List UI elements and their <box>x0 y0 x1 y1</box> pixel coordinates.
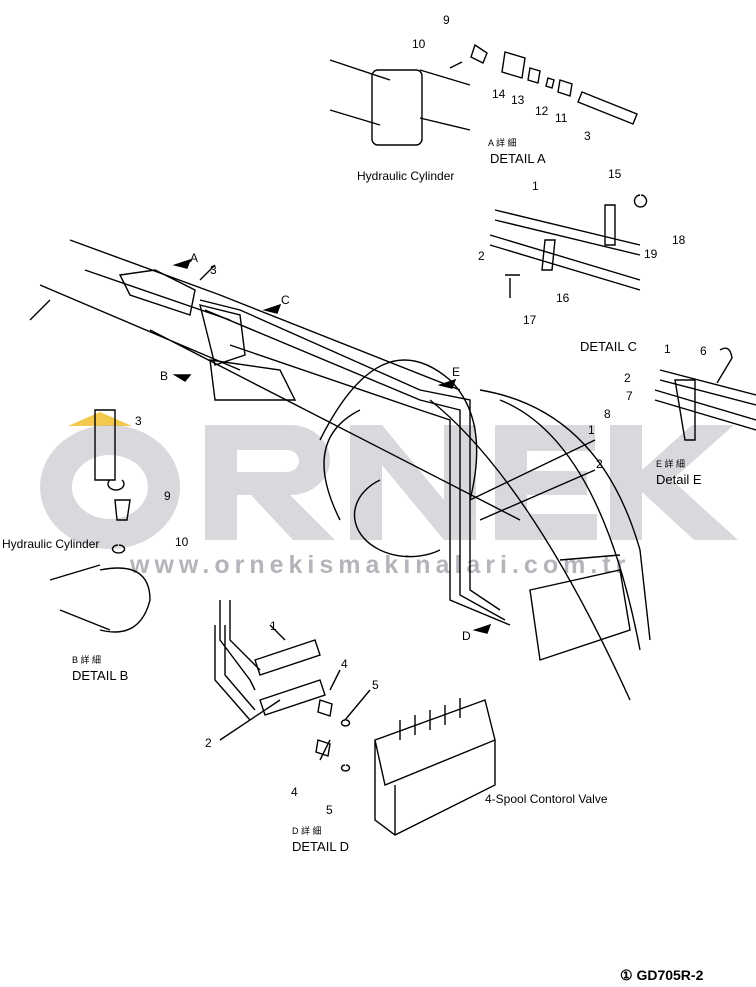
part-15-c: 15 <box>608 167 622 181</box>
arrow-label-b: B <box>160 369 169 383</box>
part-3-a: 3 <box>584 129 591 143</box>
watermark-url: www.ornekismakinalari.com.tr <box>130 551 631 579</box>
label-valve: 4-Spool Contorol Valve <box>485 792 608 806</box>
part-11-a: 11 <box>555 111 568 125</box>
part-10-a: 10 <box>412 37 426 51</box>
label-detail-b: DETAIL B <box>72 668 129 683</box>
label-detail-a: DETAIL A <box>490 151 546 166</box>
label-detail-e-jp: E 詳 細 <box>656 459 686 469</box>
part-7-e: 7 <box>626 389 633 403</box>
watermark-logo-accent <box>68 412 132 426</box>
label-detail-e: Detail E <box>656 472 702 487</box>
figure-code: ① GD705R-2 <box>620 967 704 983</box>
part-1-main: 1 <box>588 423 595 437</box>
label-detail-b-jp: B 詳 細 <box>72 655 102 665</box>
part-8-e: 8 <box>604 407 611 421</box>
part-13-a: 13 <box>511 93 525 107</box>
arrow-label-c: C <box>281 293 290 307</box>
part-9-b: 9 <box>164 489 171 503</box>
cylinder-a <box>371 69 423 146</box>
part-16-c: 16 <box>556 291 570 305</box>
arrow-label-a: A <box>190 251 199 265</box>
part-4-d-top: 4 <box>341 657 348 671</box>
part-19-c: 19 <box>644 247 658 261</box>
part-14-a: 14 <box>492 87 506 101</box>
part-1-c: 1 <box>532 179 539 193</box>
part-1-d: 1 <box>270 619 277 633</box>
part-1-e: 1 <box>664 342 671 356</box>
part-3-b: 3 <box>135 414 142 428</box>
label-detail-c: DETAIL C <box>580 339 638 354</box>
part-3-main: 3 <box>210 263 217 277</box>
arrow-label-e: E <box>452 365 461 379</box>
arrow-label-d: D <box>462 629 471 643</box>
label-detail-d: DETAIL D <box>292 839 350 854</box>
part-2-main: 2 <box>596 457 603 471</box>
part-10-b: 10 <box>175 535 189 549</box>
label-hydraulic-cylinder-top: Hydraulic Cylinder <box>357 169 455 183</box>
label-hydraulic-cylinder-left: Hydraulic Cylinder <box>2 537 100 551</box>
part-17-c: 17 <box>523 313 537 327</box>
part-5-d-top: 5 <box>372 678 379 692</box>
part-2-d: 2 <box>205 736 212 750</box>
part-9-a: 9 <box>443 13 450 27</box>
part-6-e: 6 <box>700 344 707 358</box>
part-2-e: 2 <box>624 371 631 385</box>
part-4-d-bottom: 4 <box>291 785 298 799</box>
part-2-c: 2 <box>478 249 485 263</box>
label-detail-a-jp: A 詳 細 <box>488 138 517 148</box>
label-detail-d-jp: D 詳 細 <box>292 826 322 836</box>
part-12-a: 12 <box>535 104 549 118</box>
part-18-c: 18 <box>672 233 686 247</box>
part-5-d-bottom: 5 <box>326 803 333 817</box>
